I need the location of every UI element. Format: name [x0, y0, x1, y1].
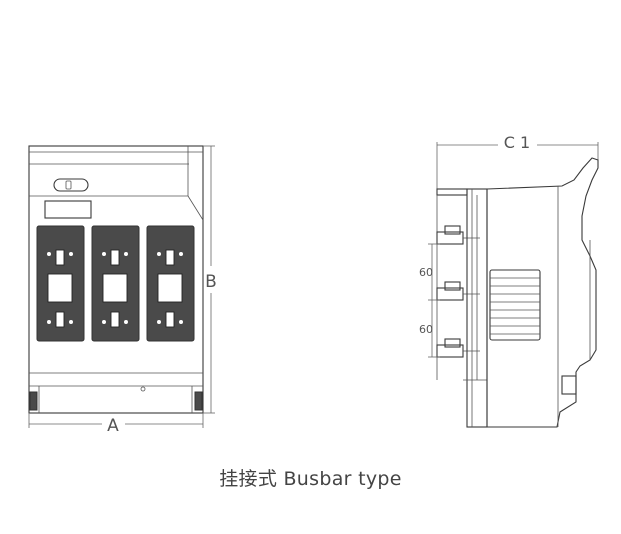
dimension-c1-label: C 1 [504, 133, 530, 152]
dimension-a-label: A [107, 416, 119, 436]
contact-block [489, 269, 541, 341]
busbar-bracket-middle [436, 281, 480, 301]
fuse-carrier-2 [91, 225, 140, 342]
side-view: C 1 60 60 [419, 133, 599, 428]
busbar-bracket-bottom [436, 338, 480, 358]
switch-housing [486, 157, 599, 428]
indicator-window [53, 178, 89, 192]
spacing-label-1: 60 [419, 266, 433, 279]
busbar-bracket-top [436, 225, 480, 245]
fuse-carrier-1 [36, 225, 85, 342]
spacing-label-2: 60 [419, 323, 433, 336]
front-body-outline [28, 145, 204, 414]
handle-latch [561, 375, 577, 395]
front-view: B A [28, 145, 217, 436]
dimension-b-label: B [205, 272, 217, 292]
figure-caption: 挂接式 Busbar type [219, 468, 402, 490]
fuse-carrier-3 [146, 225, 195, 342]
label-plate [44, 200, 92, 219]
